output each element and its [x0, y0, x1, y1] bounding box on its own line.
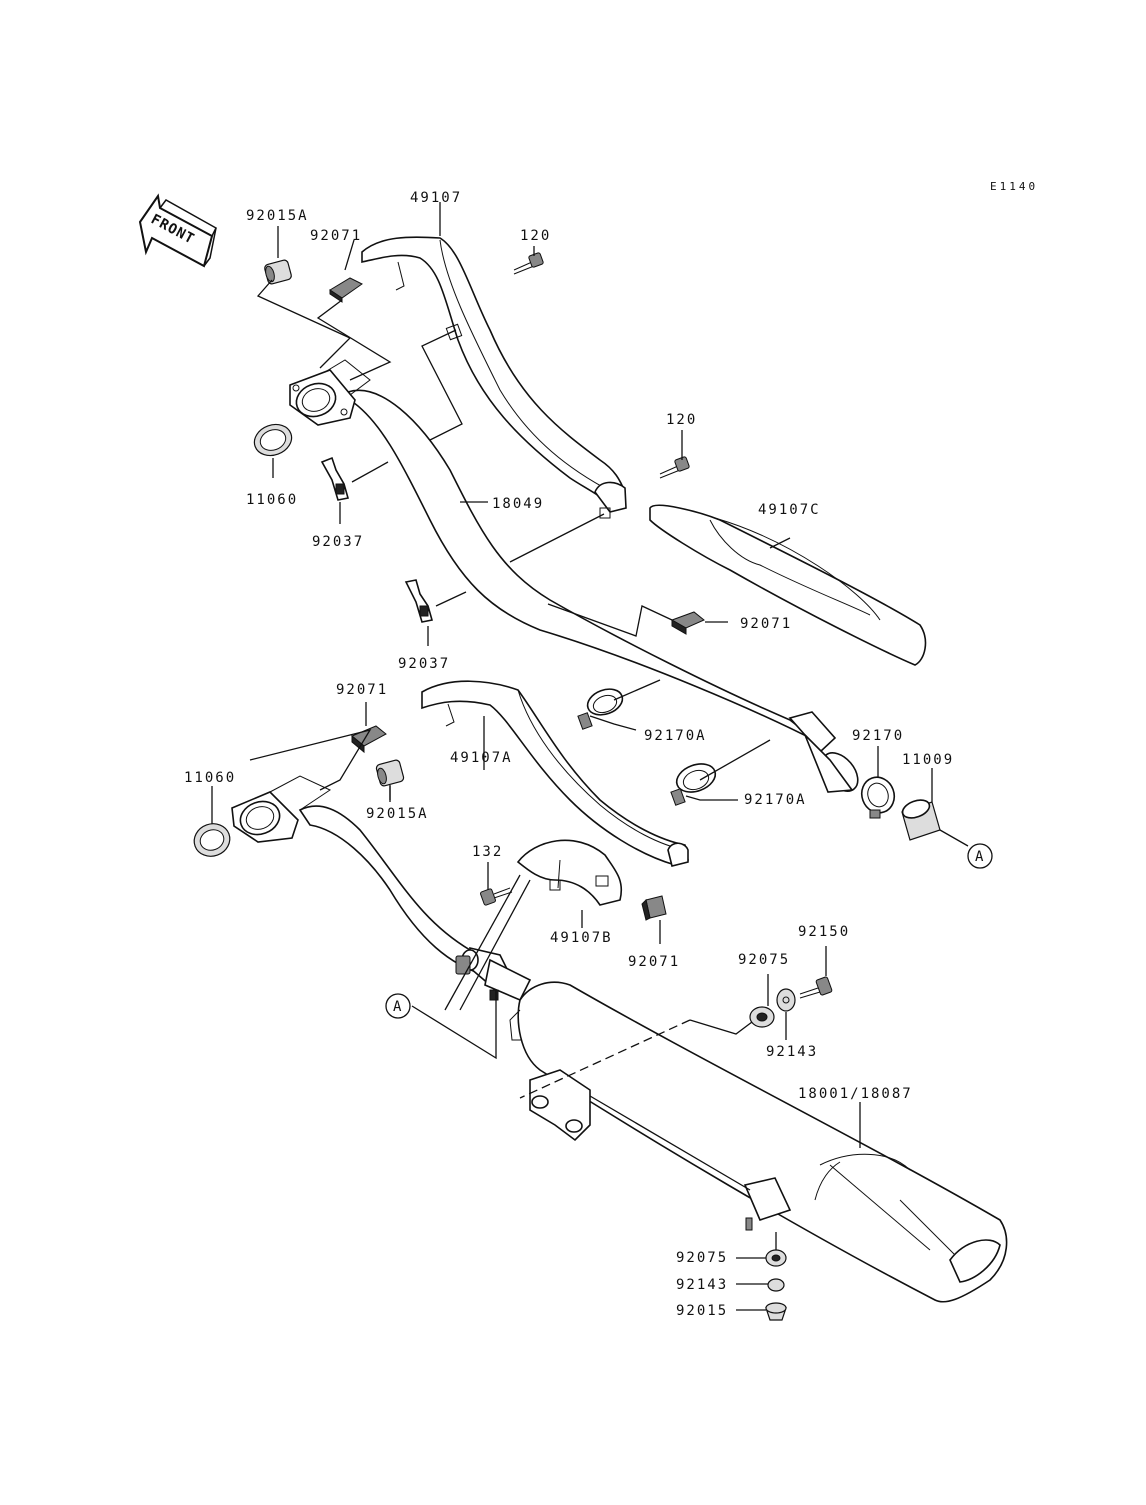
leader-lines — [211, 202, 969, 1311]
sleeve-11009 — [901, 799, 941, 841]
rubber-92071-top — [329, 277, 363, 303]
collar-92015a-low — [375, 759, 405, 787]
part-labels: 92015A 92071 49107 120 120 11060 92037 1… — [184, 190, 984, 1319]
washer-92143-low — [767, 1278, 785, 1292]
label-92071-right: 92071 — [740, 616, 792, 632]
label-92037-mid: 92037 — [398, 656, 450, 672]
label-92170a-low: 92170A — [744, 792, 807, 808]
label-11060-top: 11060 — [246, 492, 298, 508]
heat-guard-49107c — [649, 504, 927, 666]
label-92037-top: 92037 — [312, 534, 364, 550]
label-92015a-top: 92015A — [246, 208, 309, 224]
label-92015-low: 92015 — [676, 1303, 728, 1319]
bolt-132 — [480, 887, 513, 906]
gasket-11060-low — [193, 823, 231, 857]
heat-guard-49107 — [361, 236, 627, 519]
label-49107c: 49107C — [758, 502, 821, 518]
damper-92075-top — [749, 1006, 775, 1028]
label-11009: 11009 — [902, 752, 954, 768]
label-92071-left: 92071 — [336, 682, 388, 698]
upper-flange — [289, 359, 371, 426]
diagram-code: E1140 — [990, 180, 1038, 193]
nut-92015-low — [765, 1302, 787, 1321]
upper-head-pipe — [347, 389, 859, 793]
clamp-92170a-low — [670, 763, 717, 806]
label-132: 132 — [472, 844, 503, 860]
label-49107a: 49107A — [450, 750, 513, 766]
label-11060-low: 11060 — [184, 770, 236, 786]
bolt-120-mid — [659, 456, 690, 479]
bracket-92037-top — [320, 456, 350, 501]
label-18049: 18049 — [492, 496, 544, 512]
washer-92143-top — [776, 988, 796, 1012]
label-120-mid: 120 — [666, 412, 697, 428]
label-18001: 18001/18087 — [798, 1086, 913, 1102]
damper-92075-low — [765, 1249, 787, 1267]
label-92015a-low: 92015A — [366, 806, 429, 822]
label-92071-top: 92071 — [310, 228, 362, 244]
callout-a-right — [967, 843, 993, 869]
label-92170: 92170 — [852, 728, 904, 744]
callout-a-left — [385, 993, 411, 1019]
heat-guard-49107a — [421, 680, 689, 867]
label-49107: 49107 — [410, 190, 462, 206]
bracket-92037-mid — [404, 579, 434, 623]
label-a-right: A — [975, 849, 984, 865]
rubber-92071-left — [351, 725, 387, 754]
front-arrow-icon: FRONT — [138, 193, 217, 268]
gasket-11060-top — [253, 423, 293, 457]
lower-flange — [231, 775, 332, 843]
label-92075-top: 92075 — [738, 952, 790, 968]
label-92075-low: 92075 — [676, 1250, 728, 1266]
rubber-92071-low — [641, 895, 667, 921]
clamp-92170 — [860, 776, 896, 819]
label-92150: 92150 — [798, 924, 850, 940]
lower-head-pipe — [298, 805, 532, 1002]
bolt-92150 — [799, 976, 833, 999]
heat-guard-49107b — [516, 839, 623, 906]
label-92143-low: 92143 — [676, 1277, 728, 1293]
label-a-left: A — [393, 999, 402, 1015]
label-92170a-top: 92170A — [644, 728, 707, 744]
label-92143-top: 92143 — [766, 1044, 818, 1060]
label-49107b: 49107B — [550, 930, 613, 946]
label-92071-low: 92071 — [628, 954, 680, 970]
muffler — [509, 981, 1008, 1303]
rubber-92071-right — [670, 611, 705, 635]
bolt-120-top — [513, 252, 544, 275]
collar-92015a-top — [264, 259, 292, 285]
label-120-top: 120 — [520, 228, 551, 244]
muffler-inlet-clamp — [455, 955, 499, 1001]
clamp-92170a-top — [577, 688, 624, 730]
